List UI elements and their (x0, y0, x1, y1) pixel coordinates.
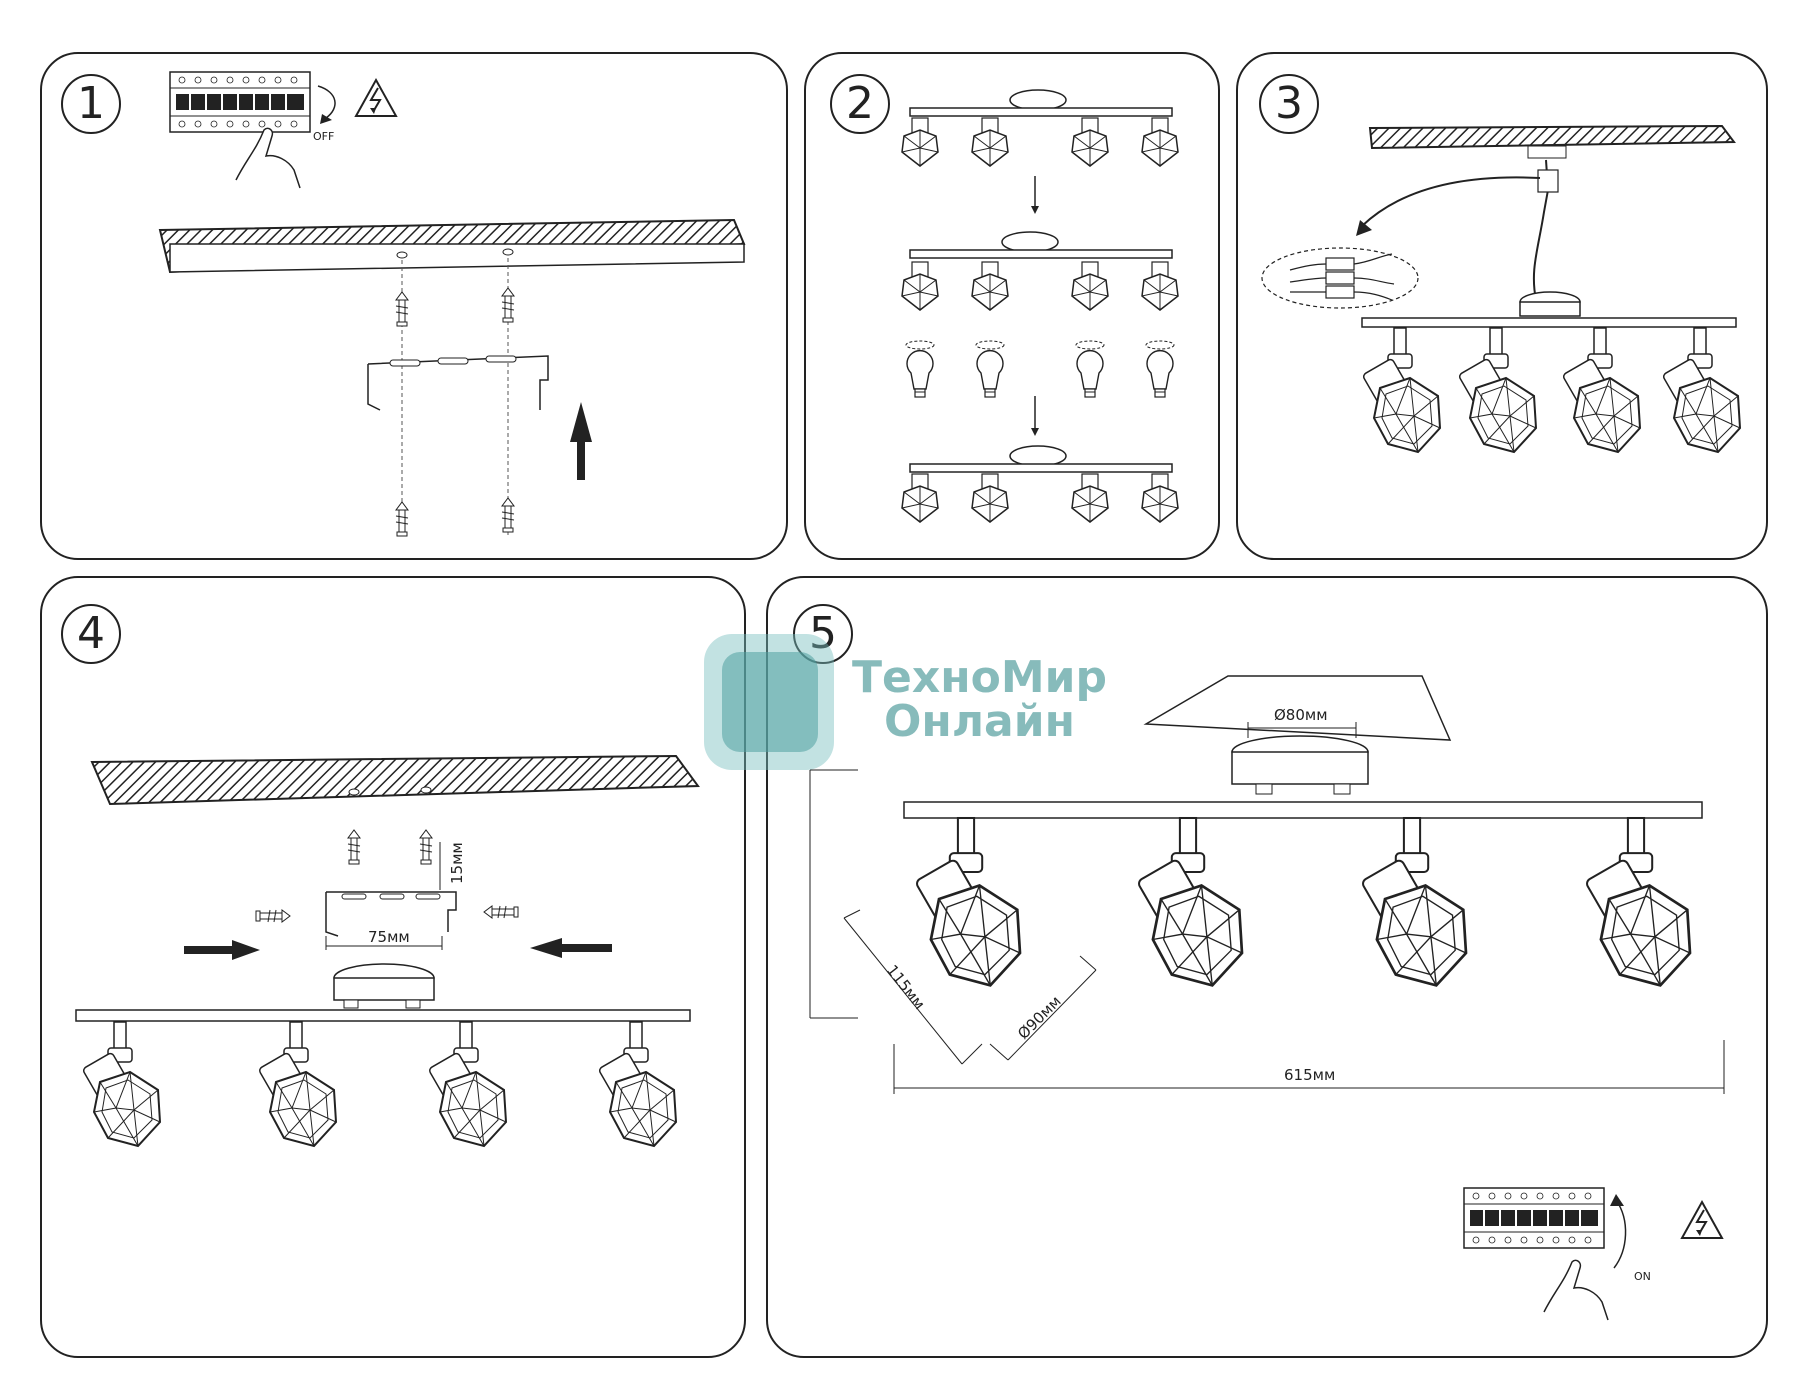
shade-diameter-label: Ø90мм (1014, 992, 1065, 1043)
step-1-panel (40, 52, 788, 560)
high-voltage-icon (355, 79, 397, 117)
hand-icon (1543, 1259, 1609, 1321)
canopy-diameter-label: Ø80мм (1274, 706, 1328, 724)
ceiling (1368, 124, 1736, 150)
arrow-up-icon (570, 402, 592, 480)
step-number-4: 4 (61, 604, 121, 664)
watermark-line-2: Онлайн (884, 696, 1075, 747)
watermark-line-1: ТехноМир (852, 652, 1107, 703)
step-number-1: 1 (61, 74, 121, 134)
arrow-left-icon (530, 938, 612, 958)
step-5-drawing: Ø80мм 115мм Ø90мм 615мм ON (809, 675, 1725, 1321)
high-voltage-icon (1681, 1201, 1723, 1239)
arrow-left-icon (1356, 220, 1372, 236)
ceiling (90, 754, 700, 806)
step-number-5: 5 (793, 604, 853, 664)
wire-connector-icon (1289, 253, 1395, 301)
watermark-logo (698, 630, 1338, 780)
bracket-width-label: 75мм (368, 928, 410, 946)
step-4-drawing: 75мм 15мм (75, 754, 700, 1147)
on-label: ON (1634, 1270, 1651, 1283)
hand-icon (235, 127, 301, 189)
watermark-text: ТехноМир Онлайн (852, 656, 1107, 744)
off-label: OFF (313, 130, 334, 143)
mounting-bracket (325, 891, 457, 937)
breaker-panel-icon (169, 71, 311, 133)
arrow-down-icon (1031, 176, 1039, 214)
breaker-panel-icon (1463, 1187, 1605, 1249)
step-3-drawing (1261, 124, 1741, 453)
step-1-drawing: OFF (158, 71, 746, 537)
bracket-height-label: 15мм (448, 842, 466, 884)
step-number-2: 2 (830, 74, 890, 134)
total-length-label: 615мм (1284, 1066, 1335, 1084)
step-2-drawing (901, 89, 1179, 523)
ceiling-plate (1143, 675, 1452, 741)
lightbulb-icon (906, 349, 934, 398)
step-number-3: 3 (1259, 74, 1319, 134)
shade-length-label: 115мм (883, 961, 929, 1012)
arrow-right-icon (184, 940, 260, 960)
